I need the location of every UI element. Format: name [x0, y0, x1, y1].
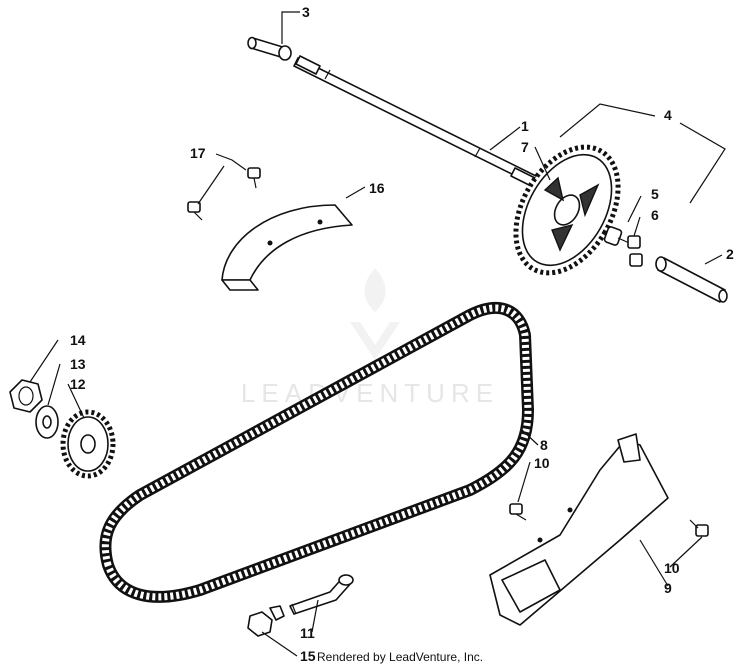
callout-1: 1 [521, 118, 529, 134]
part-5-hub-bolt [603, 226, 637, 247]
callout-10-lower: 10 [664, 560, 680, 576]
part-17-bolts [187, 167, 261, 221]
callout-9: 9 [664, 580, 672, 596]
callout-8: 8 [540, 437, 548, 453]
part-10-bolts [509, 503, 709, 537]
watermark-text: LEADVENTURE [241, 378, 499, 408]
part-8-drive-chain [99, 301, 535, 603]
part-12-drive-sprocket [60, 409, 116, 479]
callout-6: 6 [651, 207, 659, 223]
part-1-axle-shaft [293, 55, 546, 192]
part-3-sleeve [247, 36, 292, 61]
callout-3: 3 [302, 4, 310, 20]
part-7-driven-sprocket [513, 144, 621, 276]
callout-10-upper: 10 [534, 455, 550, 471]
part-11-adjuster-bolt [289, 574, 354, 615]
callout-5: 5 [651, 186, 659, 202]
watermark: LEADVENTURE [241, 268, 499, 408]
callout-4: 4 [664, 107, 672, 123]
part-13-washer [35, 405, 59, 439]
part-16-chain-guard [221, 204, 353, 291]
callout-12: 12 [70, 376, 86, 392]
watermark-logo-icon [350, 268, 400, 360]
callout-13: 13 [70, 356, 86, 372]
callout-16: 16 [369, 180, 385, 196]
part-15-nut [247, 605, 285, 637]
callout-11: 11 [300, 625, 315, 641]
part-2-pin [655, 256, 728, 303]
callout-2: 2 [726, 246, 734, 262]
callout-labels: 3 1 7 4 5 6 2 17 16 14 13 12 8 10 10 9 1… [70, 4, 734, 664]
callout-15: 15 [300, 648, 316, 664]
part-6-nut [627, 235, 643, 267]
callout-7: 7 [521, 139, 529, 155]
part-9-chain-guide [489, 433, 669, 626]
part-14-nut [9, 379, 43, 413]
callout-14: 14 [70, 332, 86, 348]
credit-text: Rendered by LeadVenture, Inc. [317, 650, 483, 664]
leader-lines [29, 11, 726, 657]
callout-17: 17 [190, 145, 206, 161]
